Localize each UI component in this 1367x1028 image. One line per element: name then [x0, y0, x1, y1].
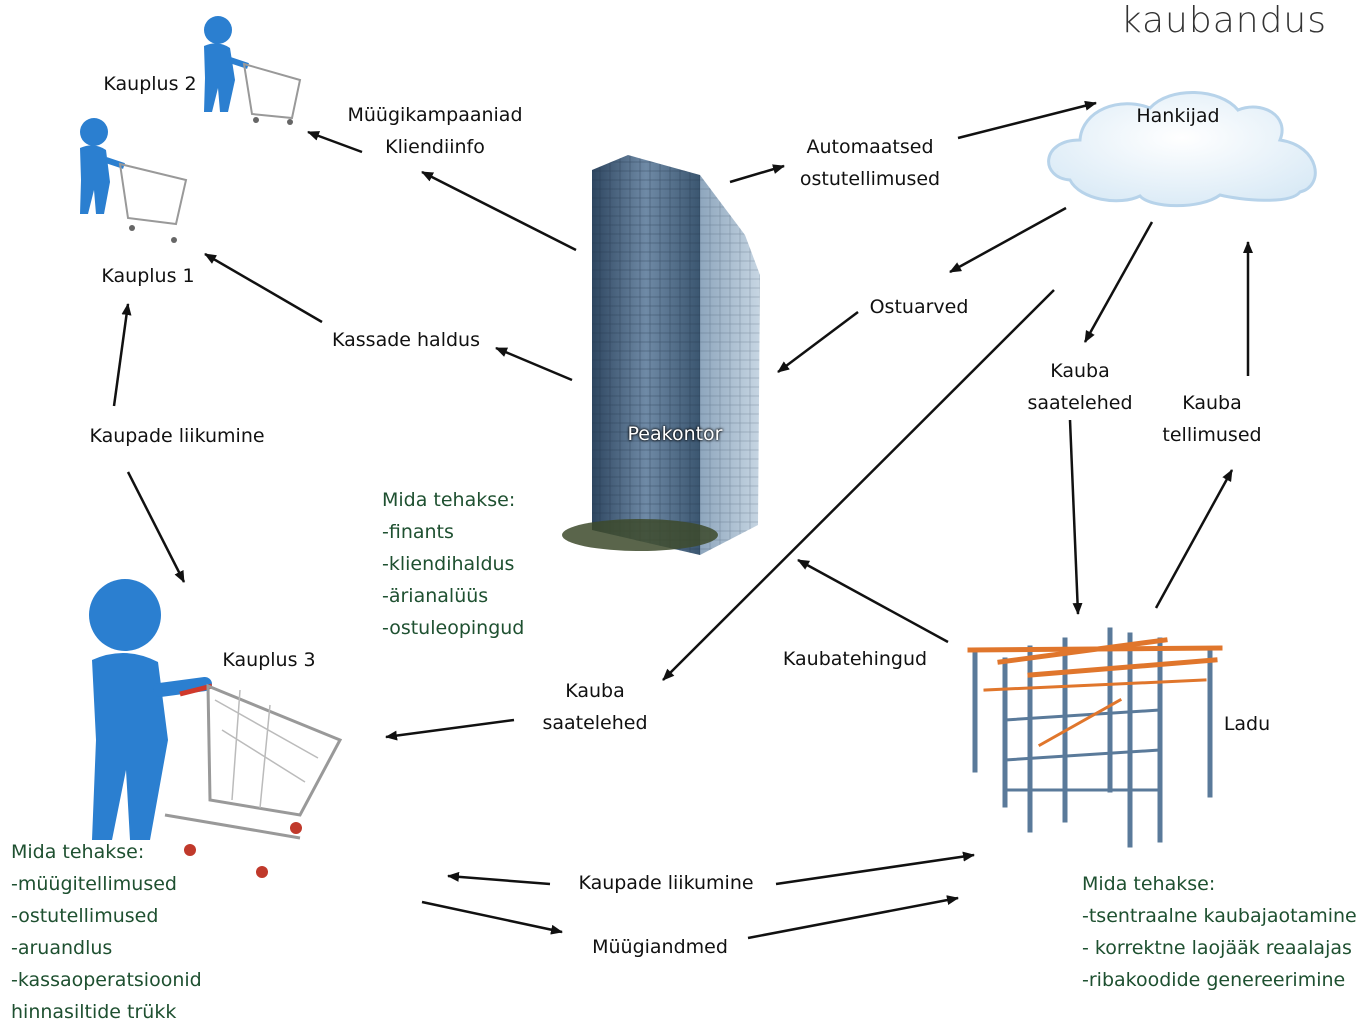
- goods-move-left-label: Kaupade liikumine: [89, 425, 265, 447]
- store3-notes: Mida tehakse: -müügitellimused -ostutell…: [11, 836, 202, 1028]
- notes-item: -finants: [382, 521, 454, 543]
- notes-item: -ostuleopingud: [382, 617, 525, 639]
- arrow-campaigns-to-store2: [307, 130, 363, 154]
- arrow-suppliers-to-invoices: [949, 206, 1067, 274]
- warehouse-notes: Mida tehakse: -tsentraalne kaubajaotamin…: [1082, 868, 1357, 996]
- goods-move-bottom-label: Kaupade liikumine: [578, 872, 754, 894]
- shopper-figure-icon: [89, 579, 343, 878]
- suppliers-label: Hankijad: [1136, 105, 1220, 127]
- notes-item: - korrektne laojääk reaalajas: [1082, 937, 1352, 959]
- arrow-hq-to-auto-po: [729, 164, 785, 184]
- arrow-warehouse-to-hq: [797, 558, 949, 644]
- store-dn-label-2: saatelehed: [542, 712, 648, 734]
- arrow-goods-to-store3: [126, 471, 186, 583]
- arrow-hq-to-campaigns: [421, 170, 577, 252]
- cloud-icon: [1047, 91, 1317, 208]
- notes-item: -ribakoodide genereerimine: [1082, 969, 1346, 991]
- arrow-suppliers-to-store-dn: [662, 289, 1055, 681]
- sales-data-label: Müügiandmed: [592, 936, 728, 958]
- goods-orders-label-1: Kauba: [1182, 392, 1242, 414]
- store-dn-label-1: Kauba: [565, 680, 625, 702]
- arrow-sales-to-warehouse: [747, 895, 959, 940]
- arrow-dn-to-warehouse: [1068, 419, 1083, 615]
- notes-item: -tsentraalne kaubajaotamine: [1082, 905, 1357, 927]
- notes-item: -ostutellimused: [11, 905, 159, 927]
- brand-title: kaubandus: [1120, 0, 1327, 41]
- hq-notes: Mida tehakse: -finants -kliendihaldus -ä…: [382, 484, 524, 644]
- cash-mgmt-label: Kassade haldus: [332, 329, 480, 351]
- notes-item: -aruandlus: [11, 937, 113, 959]
- transactions-label: Kaubatehingud: [782, 648, 928, 670]
- customer-info-label: Kliendiinfo: [385, 136, 485, 158]
- auto-po-label-1: Automaatsed: [806, 136, 934, 158]
- arrow-warehouse-to-orders: [1154, 469, 1234, 609]
- notes-item: -ärianalüüs: [382, 585, 489, 607]
- notes-item: hinnasiltide trükk: [11, 1001, 177, 1023]
- notes-title: Mida tehakse:: [1082, 873, 1216, 895]
- store1-label: Kauplus 1: [101, 265, 195, 287]
- office-building-icon: [562, 155, 760, 555]
- shopper-figure-icon: [204, 16, 302, 125]
- notes-title: Mida tehakse:: [382, 489, 516, 511]
- warehouse-rack-icon: [967, 627, 1223, 848]
- campaigns-label: Müügikampaaniad: [347, 104, 523, 126]
- notes-item: -kassaoperatsioonid: [11, 969, 202, 991]
- supplier-dn-label-2: saatelehed: [1027, 392, 1133, 414]
- arrow-goods-move-to-store3: [447, 871, 551, 886]
- arrow-hq-to-cash-mgmt: [495, 346, 573, 382]
- arrow-store3-to-sales: [421, 900, 563, 935]
- notes-item: -kliendihaldus: [382, 553, 515, 575]
- store3-label: Kauplus 3: [222, 649, 316, 671]
- notes-title: Mida tehakse:: [11, 841, 145, 863]
- arrow-goods-move-to-warehouse: [775, 851, 975, 886]
- arrow-invoices-to-hq: [777, 311, 859, 373]
- supplier-dn-label-1: Kauba: [1050, 360, 1110, 382]
- hq-label: Peakontor: [627, 423, 723, 445]
- goods-orders-label-2: tellimused: [1162, 424, 1262, 446]
- warehouse-label: Ladu: [1223, 713, 1271, 735]
- arrow-goods-to-store1: [112, 303, 132, 407]
- auto-po-label-2: ostutellimused: [799, 168, 941, 190]
- arrow-dn-to-store3: [385, 718, 515, 741]
- shopper-figure-icon: [80, 118, 188, 243]
- notes-item: -müügitellimused: [11, 873, 177, 895]
- arrow-suppliers-to-wh-dn: [1083, 221, 1154, 343]
- arrow-auto-po-to-suppliers: [957, 100, 1097, 140]
- store2-label: Kauplus 2: [103, 73, 197, 95]
- invoices-label: Ostuarved: [869, 296, 969, 318]
- arrow-cash-mgmt-to-store1: [204, 252, 323, 324]
